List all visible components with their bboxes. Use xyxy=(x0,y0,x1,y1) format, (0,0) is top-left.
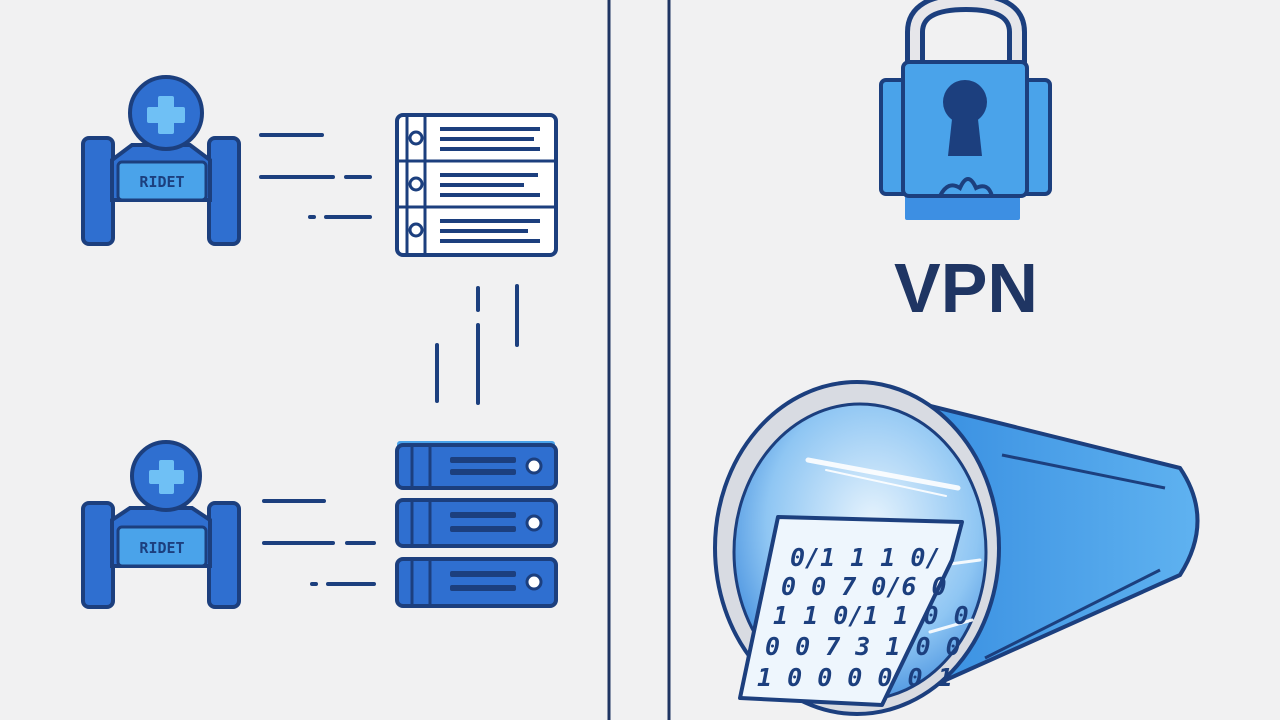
binary-line-4: 0 0 7 3 1 0 0 xyxy=(765,632,961,661)
vertical-connector-lines xyxy=(435,284,519,405)
robot-label-bottom: RIDET xyxy=(139,539,184,557)
robot-label-top: RIDET xyxy=(139,173,184,191)
keyhole-icon xyxy=(943,80,987,156)
server-unit xyxy=(395,498,558,548)
robot-icon-top: RIDET xyxy=(81,75,241,246)
server-unit xyxy=(395,443,558,490)
binary-line-2: 0 0 7 0/6 0 xyxy=(781,572,947,601)
padlock-icon xyxy=(879,0,1052,220)
vpn-label: VPN xyxy=(894,249,1038,327)
connector-lines-top xyxy=(259,133,372,219)
robot-icon-bottom: RIDET xyxy=(81,440,241,609)
binary-line-1: 0/1 1 1 0/ xyxy=(790,543,941,572)
server-stack-bottom xyxy=(395,441,558,608)
binary-document: 0/1 1 1 0/ 0 0 7 0/6 0 1 1 0/1 1 0 0 0 0… xyxy=(738,515,969,707)
connector-lines-bottom xyxy=(262,499,376,586)
plus-icon xyxy=(149,460,184,494)
server-unit xyxy=(395,557,558,608)
server-rack-top xyxy=(395,113,558,257)
plus-icon xyxy=(147,96,185,134)
binary-line-3: 1 1 0/1 1 0 0 xyxy=(773,601,969,630)
binary-line-5: 1 0 0 0 0 0 1 xyxy=(757,663,953,692)
